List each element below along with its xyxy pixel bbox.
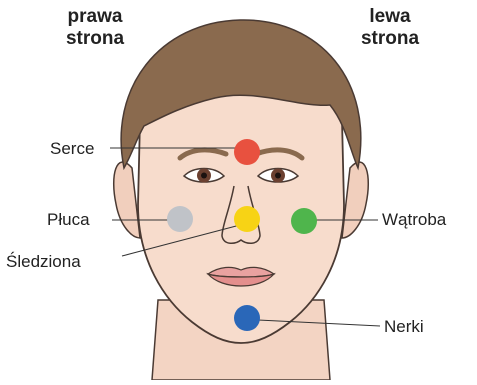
right-pupil — [201, 173, 207, 179]
heart-point — [234, 139, 260, 165]
kidneys-point — [234, 305, 260, 331]
left-side-label: lewa strona — [335, 6, 445, 50]
lungs-point — [167, 206, 193, 232]
liver-point — [291, 208, 317, 234]
liver-label: Wątroba — [382, 210, 446, 230]
right-ear — [114, 162, 140, 238]
spleen-point — [234, 206, 260, 232]
lungs-label: Płuca — [47, 210, 90, 230]
right-side-label: prawa strona — [40, 6, 150, 50]
spleen-label: Śledziona — [6, 252, 81, 272]
left-pupil — [275, 173, 281, 179]
kidneys-label: Nerki — [384, 317, 424, 337]
heart-label: Serce — [50, 139, 94, 159]
left-ear — [342, 162, 368, 238]
